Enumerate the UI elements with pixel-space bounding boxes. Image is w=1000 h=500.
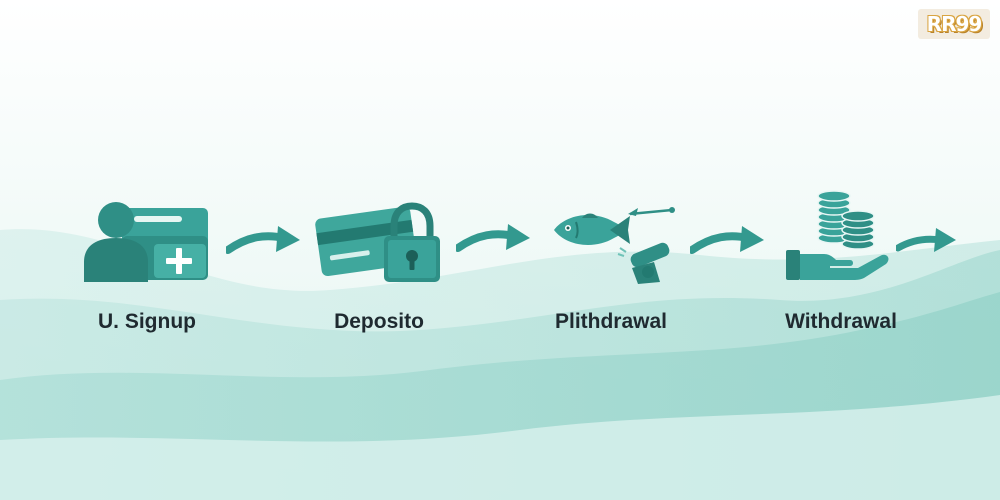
- step-label-deposito: Deposito: [334, 310, 424, 333]
- arrow-right-icon: [896, 228, 956, 252]
- arrow-right-icon: [456, 224, 530, 252]
- step-label-plithdrawal: Plithdrawal: [554, 310, 668, 333]
- brand-logo: RR99: [918, 9, 990, 39]
- fish-cannon-icon: [554, 207, 675, 284]
- hand-coins-icon: [786, 190, 889, 280]
- step-label-withdrawal: Withdrawal: [785, 310, 897, 333]
- arrow-right-icon: [690, 226, 764, 254]
- arrow-right-icon: [226, 226, 300, 254]
- step-label-signup: U. Signup: [98, 310, 196, 333]
- card-lock-icon: [315, 202, 440, 282]
- logo-text: RR99: [926, 12, 983, 36]
- user-signup-icon: [84, 202, 208, 282]
